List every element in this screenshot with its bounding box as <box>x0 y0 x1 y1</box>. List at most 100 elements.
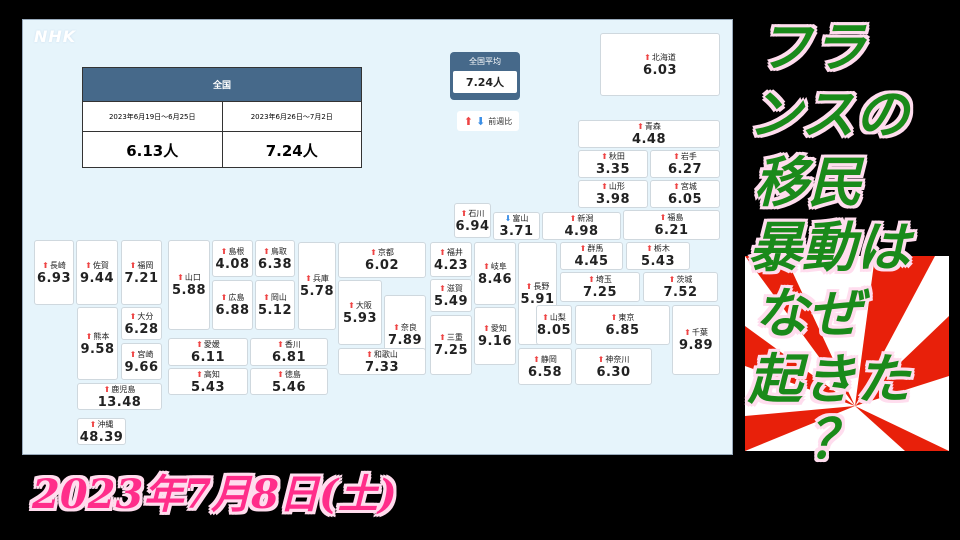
prefecture-label: 香川 <box>284 340 301 349</box>
arrow-up-icon: ⬆ <box>366 349 373 359</box>
prefecture-value: 6.03 <box>642 62 678 78</box>
arrow-up-icon: ⬆ <box>129 260 137 270</box>
arrow-up-icon: ⬆ <box>463 114 473 128</box>
prefecture-name: ⬆長野 <box>526 281 550 292</box>
prefecture-label: 徳島 <box>284 369 301 379</box>
arrow-up-icon: ⬆ <box>103 384 111 394</box>
prefecture-value: 9.58 <box>80 341 115 357</box>
prefecture-name: ⬆山口 <box>177 272 201 283</box>
arrow-up-icon: ⬆ <box>569 214 577 223</box>
prefecture-value: 7.52 <box>663 285 698 300</box>
prefecture-name: ⬆兵庫 <box>305 273 329 284</box>
prefecture-value: 4.48 <box>631 132 667 147</box>
date-caption: 2023年7月8日(土) <box>32 471 397 518</box>
prefecture-name: ⬇富山 <box>505 213 529 224</box>
arrow-up-icon: ⬆ <box>85 260 92 270</box>
prefecture-value: 7.25 <box>433 343 469 358</box>
arrow-up-icon: ⬆ <box>644 52 651 62</box>
arrow-up-icon: ⬆ <box>277 369 284 379</box>
arrow-up-icon: ⬆ <box>129 349 137 359</box>
prefecture-label: 愛媛 <box>203 340 220 349</box>
prefecture-name: ⬆徳島 <box>277 369 301 380</box>
prefecture-label: 岐阜 <box>490 261 507 271</box>
prefecture-label: 茨城 <box>676 275 693 284</box>
prefecture-label: 岩手 <box>680 152 697 161</box>
prefecture-name: ⬆福井 <box>439 247 463 258</box>
arrow-up-icon: ⬆ <box>220 246 228 256</box>
prefecture-label: 群馬 <box>587 244 604 253</box>
prefecture-value: 5.43 <box>640 254 676 269</box>
prefecture-label: 山梨 <box>549 313 566 322</box>
arrow-up-icon: ⬆ <box>525 281 533 291</box>
prefecture-name: ⬆岐阜 <box>483 261 507 272</box>
prefecture-value: 6.93 <box>36 270 72 286</box>
prefecture-label: 佐賀 <box>92 260 109 270</box>
prefecture-label: 岡山 <box>270 293 287 302</box>
arrow-up-icon: ⬆ <box>610 313 618 322</box>
prefecture-label: 神奈川 <box>605 354 630 364</box>
prefecture-value: 9.44 <box>79 270 115 286</box>
prefecture-name: ⬆埼玉 <box>588 274 612 285</box>
prefecture-name: ⬆岡山 <box>263 292 287 303</box>
prefecture-name: ⬆新潟 <box>570 213 594 224</box>
prefecture-value: 7.21 <box>124 270 159 286</box>
prefecture-label: 秋田 <box>608 152 625 161</box>
nhk-logo: NHK <box>34 27 77 46</box>
prefecture-value: 4.23 <box>433 257 469 273</box>
prefecture-label: 北海道 <box>651 52 676 62</box>
prefecture-value: 3.98 <box>595 192 631 207</box>
prefecture-name: ⬆佐賀 <box>85 260 109 271</box>
prefecture-label: 奈良 <box>400 323 417 332</box>
prefecture-name: ⬆三重 <box>439 332 463 343</box>
prefecture-name: ⬆熊本 <box>86 331 110 342</box>
prefecture-value: 6.27 <box>667 162 703 177</box>
arrow-up-icon: ⬆ <box>263 246 270 256</box>
prefecture-label: 熊本 <box>93 331 110 341</box>
